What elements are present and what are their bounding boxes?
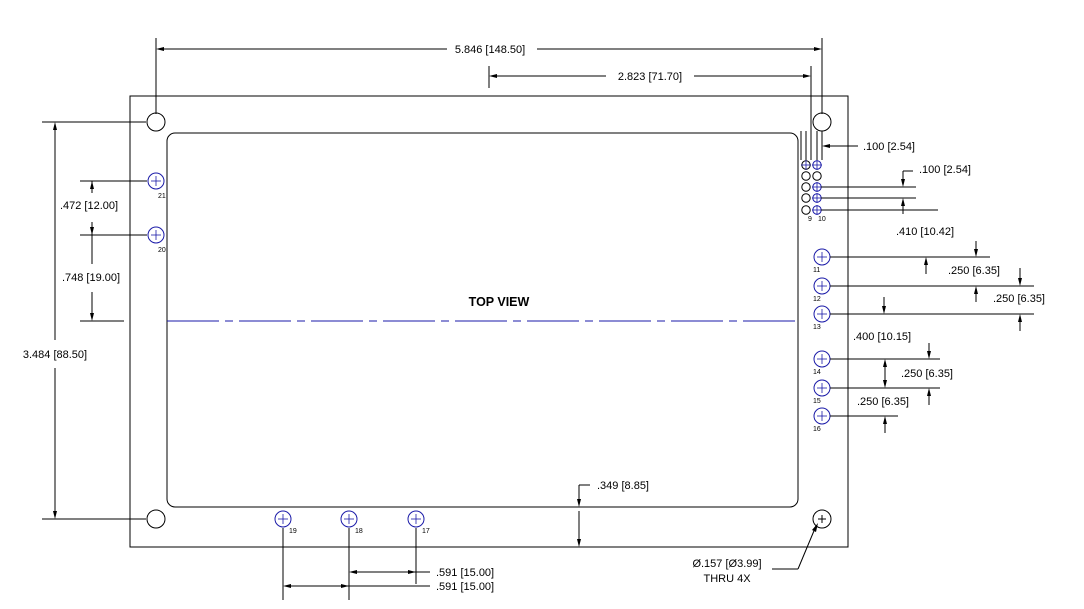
dim-text-overall-width: 5.846 [148.50] bbox=[455, 44, 525, 56]
pin-label-21: 21 bbox=[158, 193, 166, 200]
pin-20 bbox=[147, 226, 165, 244]
pin-17 bbox=[407, 510, 425, 528]
dim-pin-spacing-v bbox=[821, 170, 938, 214]
dim-text-left-pin-spacing: .748 [19.00] bbox=[62, 272, 120, 284]
dim-text-pin-spacing-h: .100 [2.54] bbox=[863, 141, 915, 153]
dim-left-pin-spacing bbox=[80, 222, 147, 322]
dim-bottom-pitches bbox=[282, 528, 430, 600]
pin-19 bbox=[274, 510, 292, 528]
dim-text-overall-height: 3.484 [88.50] bbox=[23, 349, 87, 361]
pin-18 bbox=[340, 510, 358, 528]
dim-left-top-offset bbox=[80, 180, 147, 193]
pin-14 bbox=[813, 350, 831, 368]
dim-right-pitch-d bbox=[830, 415, 898, 433]
dim-right-group-gap bbox=[830, 343, 940, 360]
module-outline bbox=[166, 132, 799, 508]
pin-label-13: 13 bbox=[813, 324, 821, 331]
dim-text-pin-offset-width: 2.823 [71.70] bbox=[618, 71, 682, 83]
dim-text-right-group-gap: .400 [10.15] bbox=[853, 331, 911, 343]
board-outline bbox=[129, 95, 849, 548]
dim-text-right-pitch-b: .250 [6.35] bbox=[993, 293, 1045, 305]
dim-text-bottom-pitch-2: .591 [15.00] bbox=[436, 581, 494, 593]
dim-pin-offset-width bbox=[488, 66, 812, 160]
pin-label-15: 15 bbox=[813, 398, 821, 405]
dim-text-right-pitch-a: .250 [6.35] bbox=[948, 265, 1000, 277]
dim-bottom-inset bbox=[577, 484, 590, 547]
pin-11 bbox=[813, 248, 831, 266]
pin-label-12: 12 bbox=[813, 296, 821, 303]
dim-pin-spacing-h bbox=[800, 131, 858, 160]
dim-text-right-group-offset: .410 [10.42] bbox=[896, 226, 954, 238]
dim-text-bottom-inset: .349 [8.85] bbox=[597, 480, 649, 492]
pin-label-18: 18 bbox=[355, 528, 363, 535]
pin-13 bbox=[813, 305, 831, 323]
pin-label-14: 14 bbox=[813, 369, 821, 376]
dim-right-pitch-c bbox=[830, 359, 940, 405]
pin-21 bbox=[147, 172, 165, 190]
pin-label-9: 9 bbox=[808, 216, 812, 223]
pin-label-16: 16 bbox=[813, 426, 821, 433]
dim-text-left-top-offset: .472 [12.00] bbox=[60, 200, 118, 212]
mounting-hole-bottom-left bbox=[146, 509, 166, 529]
pin-label-20: 20 bbox=[158, 247, 166, 254]
pin-12 bbox=[813, 277, 831, 295]
view-title: TOP VIEW bbox=[469, 295, 530, 309]
dim-right-group-offset bbox=[830, 241, 990, 258]
dim-text-right-pitch-d: .250 [6.35] bbox=[857, 396, 909, 408]
dim-text-pin-spacing-v: .100 [2.54] bbox=[919, 164, 971, 176]
dim-overall-height bbox=[42, 121, 146, 520]
mounting-hole-top-right bbox=[812, 112, 832, 132]
dim-right-pitch-b bbox=[830, 286, 1034, 331]
pin-label-11: 11 bbox=[813, 267, 820, 274]
hole-size-text: Ø.157 [Ø3.99] bbox=[692, 558, 761, 570]
mounting-hole-top-left bbox=[146, 112, 166, 132]
pin-label-19: 19 bbox=[289, 528, 297, 535]
pin-cluster-small bbox=[801, 160, 822, 215]
dim-text-right-pitch-c: .250 [6.35] bbox=[901, 368, 953, 380]
dim-right-pitch-a bbox=[830, 257, 1034, 287]
pin-16 bbox=[813, 407, 831, 425]
pin-label-17: 17 bbox=[422, 528, 430, 535]
pin-15 bbox=[813, 379, 831, 397]
dim-overall-width bbox=[155, 38, 823, 114]
hole-note-text: THRU 4X bbox=[703, 573, 751, 585]
dim-text-bottom-pitch-1: .591 [15.00] bbox=[436, 567, 494, 579]
hole-callout-leader bbox=[772, 523, 818, 570]
pin-label-10: 10 bbox=[818, 216, 826, 223]
